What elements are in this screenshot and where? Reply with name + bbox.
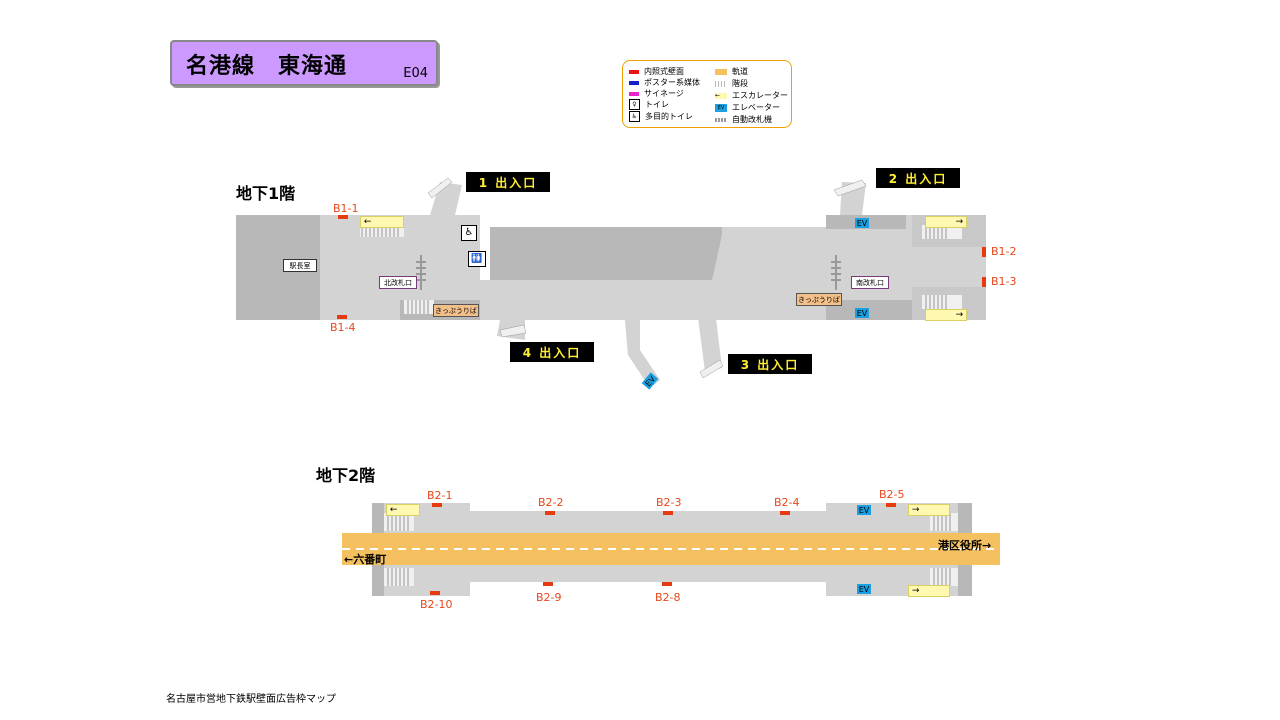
exit-4-label: 4 出入口 [510, 342, 594, 362]
b1-escalator-right-bottom: → [925, 309, 967, 321]
ad-label-b1-3: B1-3 [991, 275, 1017, 288]
ticket-counter-1: きっぷうりば [433, 304, 479, 317]
accessible-icon: ♿ [629, 111, 640, 122]
station-code: E04 [403, 66, 428, 81]
ad-label-b2-1: B2-1 [427, 489, 453, 502]
north-gate-label: 北改札口 [379, 276, 417, 289]
ad-mark-b2-5 [886, 503, 896, 507]
legend-item-escalator: ←エスカレーター [715, 91, 788, 100]
ad-mark-b2-1 [432, 503, 442, 507]
footer-caption: 名古屋市営地下鉄駅壁面広告枠マップ [166, 694, 336, 705]
legend-item-stairs: 階段 [715, 78, 748, 89]
b2-elevator-1: EV [857, 505, 871, 515]
ad-label-b2-8: B2-8 [655, 591, 681, 604]
ad-mark-b2-8 [662, 582, 672, 586]
b1-escalator-right-top: → [925, 216, 967, 228]
ad-label-b2-9: B2-9 [536, 591, 562, 604]
ad-mark-b2-4 [780, 511, 790, 515]
ev-swatch-icon: EV [715, 103, 727, 112]
ad-label-b2-3: B2-3 [656, 496, 682, 509]
legend-item-gate: 自動改札機 [715, 114, 772, 125]
ad-label-b2-5: B2-5 [879, 488, 905, 501]
ad-mark-b1-2 [982, 247, 986, 257]
exit-2-label: 2 出入口 [876, 168, 960, 188]
b1-right-stairs [922, 225, 962, 309]
station-master-room-label: 駅長室 [283, 259, 317, 272]
b1-upper-gap-left [480, 215, 490, 280]
gate-swatch-icon [715, 117, 727, 122]
legend-item-accessible-toilet: ♿多目的トイレ [629, 111, 693, 122]
b1-upper-gap [480, 215, 826, 227]
legend-item-signage: サイネージ [629, 88, 684, 99]
exit-3-label: 3 出入口 [728, 354, 812, 374]
direction-left: ←六番町 [344, 553, 387, 566]
ad-mark-b1-4 [337, 315, 347, 319]
toilet-icon: 🚻 [468, 251, 486, 267]
exit-1-label: 1 出入口 [466, 172, 550, 192]
floor-label-b2: 地下2階 [316, 466, 376, 485]
b1-elevator-1: EV [855, 218, 869, 228]
ad-mark-b2-3 [663, 511, 673, 515]
stairs-swatch-icon [715, 80, 727, 87]
accessible-toilet-icon: ♿ [461, 225, 477, 241]
ad-label-b2-10: B2-10 [420, 598, 453, 611]
legend: 内照式壁面 ポスター系媒体 サイネージ ♀トイレ ♿多目的トイレ 軌道 階段 ←… [622, 60, 792, 128]
station-name: 名港線 東海通 [186, 54, 348, 79]
ad-mark-b2-2 [545, 511, 555, 515]
floor-label-b1: 地下1階 [236, 184, 296, 203]
ad-label-b2-2: B2-2 [538, 496, 564, 509]
b1-wall-se [826, 300, 912, 320]
ticket-counter-2: きっぷうりば [796, 293, 842, 306]
ad-label-b1-4: B1-4 [330, 321, 356, 334]
ad-mark-b2-10 [430, 591, 440, 595]
legend-item-poster: ポスター系媒体 [629, 77, 700, 88]
b2-escalator-nw: ← [386, 504, 420, 516]
legend-item-track: 軌道 [715, 66, 748, 77]
track-swatch-icon [715, 68, 727, 75]
blue-bar-icon [629, 80, 639, 85]
b2-escalator-se: → [908, 585, 950, 597]
ev-passage [624, 310, 660, 388]
south-gate-label: 南改札口 [851, 276, 889, 289]
legend-item-inner-lit: 内照式壁面 [629, 66, 684, 77]
red-bar-icon [629, 69, 639, 74]
ad-label-b2-4: B2-4 [774, 496, 800, 509]
ad-mark-b1-3 [982, 277, 986, 287]
ad-mark-b2-9 [543, 582, 553, 586]
ad-label-b1-2: B1-2 [991, 245, 1017, 258]
b1-elevator-2: EV [855, 308, 869, 318]
magenta-bar-icon [629, 91, 639, 96]
b1-escalator-left: ← [360, 216, 404, 228]
b2-escalator-ne: → [908, 504, 950, 516]
exit-3-passage [697, 310, 722, 372]
b1-central-wall [490, 227, 722, 280]
ad-label-b1-1: B1-1 [333, 202, 359, 215]
toilet-icon: ♀ [629, 99, 640, 110]
ad-mark-b1-1 [338, 215, 348, 219]
station-title-box: 名港線 東海通 E04 [170, 40, 438, 86]
b1-north-gate-line [416, 255, 426, 290]
b2-stairs [384, 513, 958, 586]
b1-south-gate-line [831, 255, 841, 290]
b2-elevator-2: EV [857, 584, 871, 594]
escalator-swatch-icon: ← [715, 92, 727, 99]
legend-item-toilet: ♀トイレ [629, 99, 669, 110]
direction-right: 港区役所→ [938, 539, 992, 552]
